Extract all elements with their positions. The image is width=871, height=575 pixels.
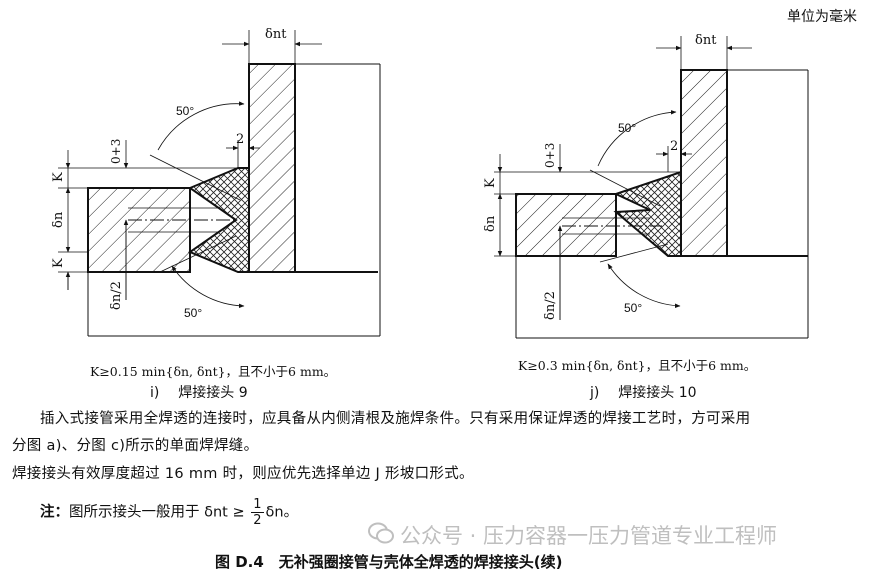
paragraph-1: 插入式接管采用全焊透的连接时，应具备从内侧清根及施焊条件。只有采用保证焊透的焊接… — [40, 411, 751, 427]
weld-j — [613, 170, 682, 257]
note-frac-den: 2 — [253, 513, 262, 528]
figure-caption: 图 D.4 无补强圈接管与壳体全焊透的焊接接头(续) — [215, 553, 563, 571]
figure-j: δnt K δn 0+3 δn/2 2 50° 50° — [483, 33, 809, 339]
k-bottom-label-i: K — [51, 258, 66, 268]
unit-label: 单位为毫米 — [787, 9, 857, 25]
half-delta-label-i: δn/2 — [109, 281, 124, 310]
paragraph-3: 焊接接头有效厚度超过 16 mm 时，则应优先选择单边 J 形坡口形式。 — [12, 466, 474, 482]
caption-letter-j: j) — [590, 385, 600, 401]
delta-nt-label-j: δnt — [695, 33, 717, 48]
two-label-j: 2 — [670, 139, 678, 154]
caption-i: i) 焊接接头 9 — [150, 382, 248, 402]
formula-j: K≥0.3 min{δn, δnt}，且不小于6 mm。 — [518, 358, 757, 373]
angle-top-label-j: 50° — [618, 121, 636, 135]
note-text-before: 图所示接头一般用于 δnt ≥ — [69, 504, 245, 521]
delta-n-label-j: δn — [483, 215, 498, 232]
formula-i: K≥0.15 min{δn, δnt}，且不小于6 mm。 — [90, 364, 337, 379]
watermark: 公众号 · 压力容器一压力管道专业工程师 — [400, 524, 778, 548]
angle-top-label-i: 50° — [176, 104, 194, 118]
wechat-icon — [368, 522, 394, 544]
gap-label-j: 0+3 — [543, 143, 557, 168]
note-text-after: δn。 — [265, 504, 299, 521]
shell-plate-i — [248, 63, 296, 273]
delta-n-label-i: δn — [51, 211, 66, 228]
half-delta-label-j: δn/2 — [543, 291, 558, 320]
delta-nt-label-i: δnt — [265, 27, 287, 42]
note-fraction: 1 2 — [251, 497, 264, 528]
note-label: 注： — [40, 504, 69, 521]
nozzle-plate-i — [87, 187, 191, 273]
caption-j: j) 焊接接头 10 — [590, 382, 697, 402]
caption-letter-i: i) — [150, 385, 160, 401]
note: 注：图所示接头一般用于 δnt ≥ 1 2 δn。 — [40, 497, 298, 528]
angle-bottom-label-i: 50° — [184, 306, 202, 320]
k-top-label-j: K — [483, 178, 498, 188]
k-top-label-i: K — [51, 172, 66, 182]
nozzle-plate-j — [515, 193, 617, 257]
caption-text-j: 焊接接头 10 — [618, 385, 697, 401]
caption-text-i: 焊接接头 9 — [178, 385, 248, 401]
two-label-i: 2 — [236, 132, 244, 147]
figure-i: δnt K δn K 0+3 δn/2 2 50° 50° — [51, 27, 381, 337]
paragraph-2: 分图 a)、分图 c)所示的单面焊焊缝。 — [12, 438, 259, 454]
shell-plate-j — [680, 69, 728, 257]
note-frac-num: 1 — [251, 497, 264, 513]
angle-bottom-label-j: 50° — [624, 301, 642, 315]
gap-label-i: 0+3 — [109, 139, 123, 164]
